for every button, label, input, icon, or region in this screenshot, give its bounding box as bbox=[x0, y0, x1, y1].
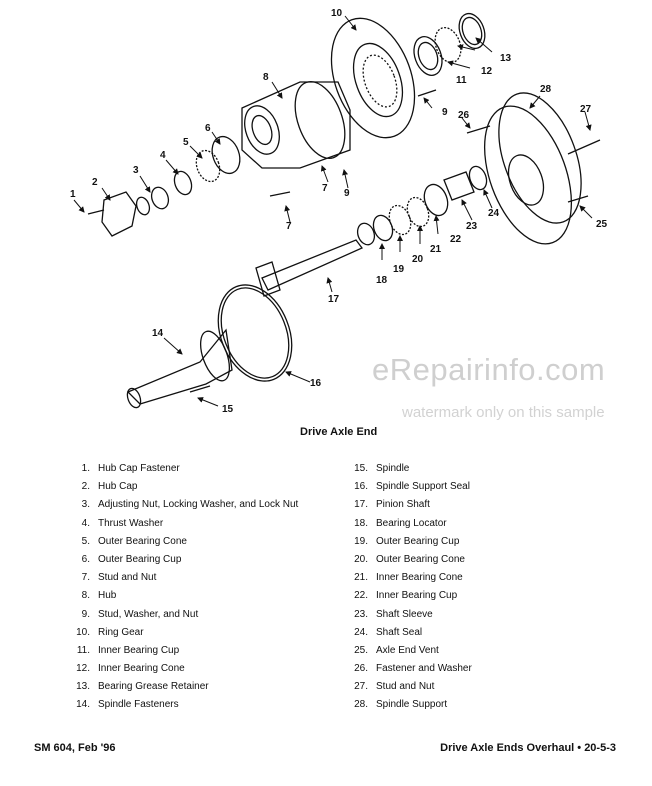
callout-18: 18 bbox=[376, 275, 388, 286]
spindle-support bbox=[483, 92, 582, 245]
callout-5: 5 bbox=[183, 137, 189, 148]
bearing-grease-retainer bbox=[458, 12, 486, 50]
legend-item: 22.Inner Bearing Cup bbox=[354, 590, 458, 602]
bearing-locator bbox=[356, 222, 376, 246]
legend-item: 9.Stud, Washer, and Nut bbox=[81, 608, 199, 620]
callout-22: 22 bbox=[450, 234, 462, 245]
spindle bbox=[126, 328, 233, 409]
footer-manual-id: SM 604, Feb '96 bbox=[34, 742, 116, 754]
watermark-main: eRepairinfo.com bbox=[372, 352, 606, 387]
legend-item: 1.Hub Cap Fastener bbox=[81, 463, 180, 474]
legend-item: 10.Ring Gear bbox=[76, 626, 144, 638]
legend-item: 25.Axle End Vent bbox=[354, 644, 439, 656]
legend-item: 20.Outer Bearing Cone bbox=[354, 553, 465, 565]
callout-6: 6 bbox=[205, 123, 211, 134]
adjusting-nut bbox=[150, 186, 170, 210]
legend-item: 5.Outer Bearing Cone bbox=[81, 535, 187, 547]
shaft-seal bbox=[468, 165, 488, 191]
figure-title: Drive Axle End bbox=[300, 426, 378, 438]
outer-bearing-cone bbox=[195, 149, 221, 183]
inner-bearing-cone bbox=[434, 26, 462, 64]
hub-cap bbox=[101, 191, 137, 237]
inner-bearing-cup bbox=[413, 36, 443, 76]
callout-1: 1 bbox=[70, 189, 76, 200]
legend-item: 2.Hub Cap bbox=[81, 481, 138, 493]
callout-9-top: 9 bbox=[442, 107, 448, 118]
callout-28: 28 bbox=[540, 84, 552, 95]
legend-item: 18.Bearing Locator bbox=[354, 517, 447, 529]
callout-23: 23 bbox=[466, 221, 478, 232]
callout-19: 19 bbox=[393, 264, 405, 275]
outer-bearing-cup bbox=[211, 135, 241, 175]
legend-item: 16.Spindle Support Seal bbox=[354, 481, 470, 493]
parts-legend-right: 15.Spindle 16.Spindle Support Seal 17.Pi… bbox=[348, 463, 472, 718]
legend-item: 12.Inner Bearing Cone bbox=[76, 663, 185, 675]
legend-item: 23.Shaft Sleeve bbox=[354, 608, 433, 620]
inner-bearing-cone-21 bbox=[406, 196, 430, 228]
callout-7-left: 7 bbox=[286, 221, 292, 232]
callout-13: 13 bbox=[500, 53, 512, 64]
callout-20: 20 bbox=[412, 254, 424, 265]
ring-gear bbox=[330, 17, 416, 139]
callout-3: 3 bbox=[133, 165, 139, 176]
legend-item: 6.Outer Bearing Cup bbox=[81, 553, 182, 565]
callout-24: 24 bbox=[488, 208, 500, 219]
exploded-view-diagram: 10 11 12 13 8 9 28 27 26 6 5 4 3 2 1 7 9… bbox=[70, 8, 608, 415]
callout-17: 17 bbox=[328, 294, 340, 305]
callout-27: 27 bbox=[580, 104, 592, 115]
thrust-washer bbox=[173, 170, 193, 196]
callout-9-bottom: 9 bbox=[344, 188, 350, 199]
legend-item: 26.Fastener and Washer bbox=[354, 663, 472, 675]
legend-item: 14.Spindle Fasteners bbox=[76, 699, 179, 711]
legend-item: 17.Pinion Shaft bbox=[354, 499, 430, 511]
watermark-sub: watermark only on this sample bbox=[402, 404, 605, 421]
callout-26: 26 bbox=[458, 110, 470, 121]
callout-15: 14 bbox=[152, 328, 164, 339]
legend-item: 3.Adjusting Nut, Locking Washer, and Loc… bbox=[81, 499, 299, 511]
legend-item: 8.Hub bbox=[81, 590, 117, 602]
pinion-shaft bbox=[261, 239, 364, 291]
callout-12: 12 bbox=[481, 66, 493, 77]
outer-bearing-cup-19 bbox=[372, 214, 394, 242]
legend-item: 27.Stud and Nut bbox=[354, 681, 435, 693]
callout-14: 15 bbox=[222, 404, 234, 415]
callout-11: 11 bbox=[456, 75, 467, 86]
callout-21: 21 bbox=[430, 244, 442, 255]
callout-10: 10 bbox=[331, 8, 343, 19]
callout-8: 8 bbox=[263, 72, 269, 83]
callout-25: 25 bbox=[596, 219, 608, 230]
footer-section: Drive Axle Ends Overhaul • 20-5-3 bbox=[440, 742, 616, 754]
callout-4: 4 bbox=[160, 150, 166, 161]
legend-item: 15.Spindle bbox=[354, 463, 410, 474]
legend-item: 4.Thrust Washer bbox=[81, 517, 164, 529]
callout-7-right: 7 bbox=[322, 183, 328, 194]
legend-item: 21.Inner Bearing Cone bbox=[354, 572, 463, 584]
callout-2: 2 bbox=[92, 177, 98, 188]
legend-item: 28.Spindle Support bbox=[354, 699, 448, 711]
callout-16: 16 bbox=[310, 378, 322, 389]
outer-bearing-cone-20 bbox=[388, 204, 412, 236]
legend-item: 7.Stud and Nut bbox=[81, 572, 157, 584]
shaft-sleeve bbox=[443, 171, 475, 201]
inner-bearing-cup-22 bbox=[423, 183, 449, 217]
legend-item: 19.Outer Bearing Cup bbox=[354, 535, 460, 547]
parts-legend-left: 1.Hub Cap Fastener 2.Hub Cap 3.Adjusting… bbox=[68, 463, 298, 718]
legend-item: 13.Bearing Grease Retainer bbox=[76, 681, 209, 693]
hub bbox=[241, 81, 351, 169]
spindle-support-seal bbox=[217, 284, 293, 382]
legend-item: 24.Shaft Seal bbox=[354, 626, 423, 638]
legend-item: 11.Inner Bearing Cup bbox=[76, 644, 180, 656]
